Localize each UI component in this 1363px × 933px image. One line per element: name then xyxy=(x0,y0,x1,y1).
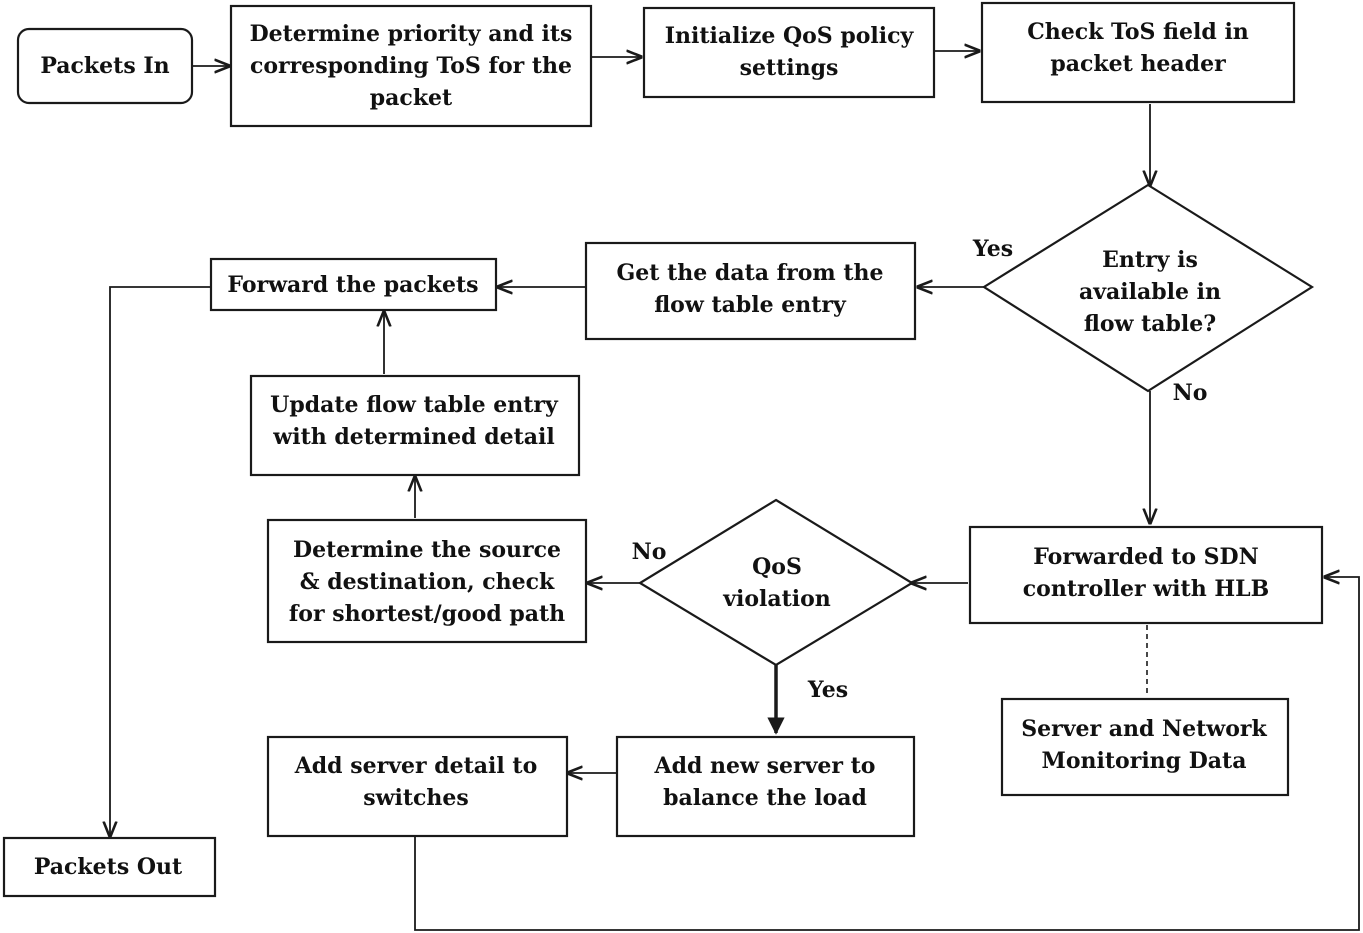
forward-packets-label: Forward the packets xyxy=(227,272,478,298)
forwarded-sdn-label: Forwarded to SDN controller with HLB xyxy=(1023,544,1269,602)
node-update-flow: Update flow table entry with determined d… xyxy=(249,374,581,477)
entry-available-label: Entry is available in flow table? xyxy=(1079,247,1221,337)
label-line: available in xyxy=(1079,279,1221,305)
label-line: Check ToS field in xyxy=(1027,19,1249,45)
packets-out-label: Packets Out xyxy=(34,854,183,880)
node-determine-priority: Determine priority and its corresponding … xyxy=(229,4,593,128)
label-line: QoS xyxy=(752,554,802,580)
label-line: balance the load xyxy=(663,785,867,811)
label-line: with determined detail xyxy=(272,424,554,450)
label-qos-yes: Yes xyxy=(807,677,848,703)
node-check-tos: Check ToS field in packet header xyxy=(980,1,1296,104)
label-line: switches xyxy=(363,785,469,811)
edge-add-detail-loop-to-sdn xyxy=(414,577,1360,931)
label-line: for shortest/good path xyxy=(289,601,565,627)
label-line: Determine priority and its xyxy=(250,21,573,47)
label-line: Monitoring Data xyxy=(1042,748,1247,774)
packets-in-label: Packets In xyxy=(40,53,169,79)
label-line: Determine the source xyxy=(293,537,561,563)
update-flow-label: Update flow table entry with determined d… xyxy=(270,392,559,450)
check-tos-shape xyxy=(980,1,1296,104)
packets-in-shape xyxy=(16,27,194,105)
node-forward-packets: Forward the packets xyxy=(209,257,498,312)
edge-labels: Yes No No Yes xyxy=(632,236,1208,703)
label-line: corresponding ToS for the xyxy=(250,53,572,79)
add-new-server-shape xyxy=(615,735,916,838)
server-monitoring-shape xyxy=(1000,697,1290,797)
label-line: flow table? xyxy=(1084,311,1216,337)
entry-available-shape xyxy=(981,183,1315,393)
node-qos-violation: QoS violation xyxy=(637,498,915,667)
init-qos-shape xyxy=(642,6,936,99)
determine-source-label: Determine the source & destination, check… xyxy=(289,537,565,627)
node-packets-in: Packets In xyxy=(16,27,194,105)
label-entry-no: No xyxy=(1173,380,1208,406)
label-line: Initialize QoS policy xyxy=(665,23,915,49)
forward-packets-shape xyxy=(209,257,498,312)
node-add-new-server: Add new server to balance the load xyxy=(615,735,916,838)
label-line: Entry is xyxy=(1102,247,1198,273)
label-line: packet xyxy=(370,85,453,111)
label-line: Add new server to xyxy=(654,753,876,779)
edge-forward-to-packets-out xyxy=(110,286,211,836)
label-line: Forward the packets xyxy=(227,272,478,298)
label-line: Forwarded to SDN xyxy=(1033,544,1258,570)
node-packets-out: Packets Out xyxy=(2,836,217,898)
label-qos-no: No xyxy=(632,539,667,565)
label-entry-yes: Yes xyxy=(972,236,1013,262)
label-line: Packets Out xyxy=(34,854,183,880)
forwarded-sdn-shape xyxy=(968,525,1324,625)
node-init-qos: Initialize QoS policy settings xyxy=(642,6,936,99)
update-flow-shape xyxy=(249,374,581,477)
node-determine-source: Determine the source & destination, check… xyxy=(266,518,588,644)
label-line: Add server detail to xyxy=(294,753,538,779)
qos-violation-label: QoS violation xyxy=(722,554,831,612)
determine-source-shape xyxy=(266,518,588,644)
init-qos-label: Initialize QoS policy settings xyxy=(665,23,915,81)
determine-priority-label: Determine priority and its corresponding … xyxy=(250,21,573,111)
label-line: Update flow table entry xyxy=(270,392,559,418)
packets-out-shape xyxy=(2,836,217,898)
label-line: settings xyxy=(740,55,839,81)
label-line: & destination, check xyxy=(300,569,555,595)
add-new-server-label: Add new server to balance the load xyxy=(654,753,876,811)
add-server-detail-label: Add server detail to switches xyxy=(294,753,538,811)
determine-priority-shape xyxy=(229,4,593,128)
get-data-label: Get the data from the flow table entry xyxy=(617,260,884,318)
add-server-detail-shape xyxy=(266,735,569,838)
get-data-shape xyxy=(584,241,917,341)
node-add-server-detail: Add server detail to switches xyxy=(266,735,569,838)
node-get-data: Get the data from the flow table entry xyxy=(584,241,917,341)
check-tos-label: Check ToS field in packet header xyxy=(1027,19,1249,77)
label-line: violation xyxy=(722,586,831,612)
node-forwarded-sdn: Forwarded to SDN controller with HLB xyxy=(968,525,1324,625)
node-entry-available: Entry is available in flow table? xyxy=(981,183,1315,393)
connectors xyxy=(110,51,1360,931)
qos-violation-shape xyxy=(637,498,915,667)
label-line: Packets In xyxy=(40,53,169,79)
label-line: controller with HLB xyxy=(1023,576,1269,602)
label-line: Get the data from the xyxy=(617,260,884,286)
label-line: packet header xyxy=(1050,51,1226,77)
label-line: Server and Network xyxy=(1021,716,1267,742)
label-line: flow table entry xyxy=(654,292,847,318)
